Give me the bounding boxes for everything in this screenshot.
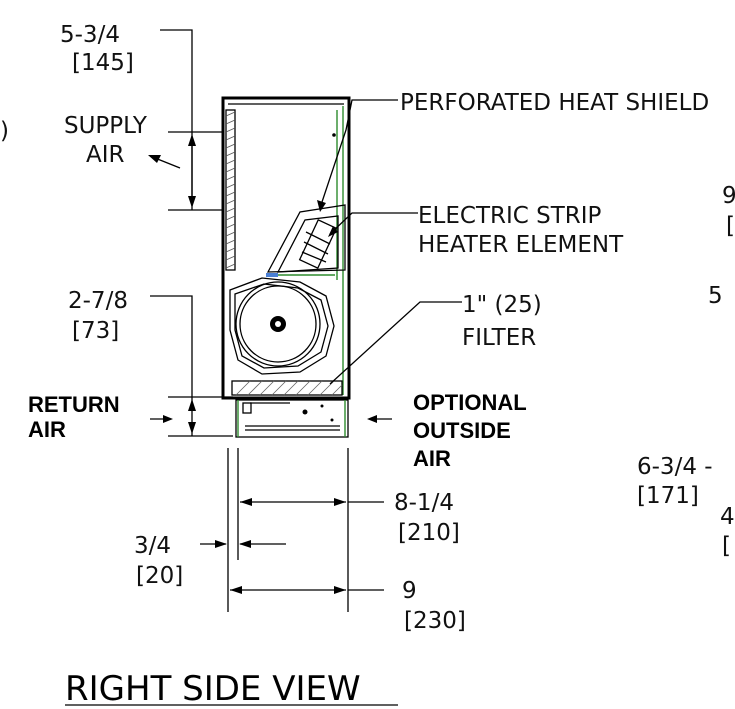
outside-air-label-2: OUTSIDE <box>413 418 511 443</box>
right-cut-text-c: 5 <box>708 283 723 309</box>
overall-width-in: 9 <box>402 578 417 604</box>
right-cut-text-g: [ <box>722 533 731 559</box>
return-air-label-2: AIR <box>28 417 66 442</box>
offset-in: 3/4 <box>134 533 171 559</box>
supply-air-label-2: AIR <box>86 142 125 168</box>
supply-height-mm: [145] <box>72 50 134 76</box>
filter-label-2: FILTER <box>462 325 536 351</box>
outside-air-label-1: OPTIONAL <box>413 390 527 415</box>
unit-base <box>235 399 349 438</box>
supply-grille <box>225 111 236 269</box>
labels: 5-3/4 [145] ) SUPPLY AIR PERFORATED HEAT… <box>0 22 735 709</box>
perforated-heat-shield-label: PERFORATED HEAT SHIELD <box>400 90 709 116</box>
heater-label-1: ELECTRIC STRIP <box>418 203 602 229</box>
view-title: RIGHT SIDE VIEW <box>65 669 361 709</box>
filter-element <box>231 380 343 396</box>
return-air-label-1: RETURN <box>28 392 120 417</box>
inner-width-in: 8-1/4 <box>394 490 454 516</box>
overall-width-mm: [230] <box>404 608 466 634</box>
right-cut-text-d: 6-3/4 - <box>637 454 713 480</box>
left-cut-text: ) <box>0 118 9 144</box>
right-cut-text-b: [ <box>726 213 735 239</box>
outside-air-label-3: AIR <box>413 446 451 471</box>
supply-air-label-1: SUPPLY <box>64 113 148 139</box>
offset-mm: [20] <box>136 563 183 589</box>
heater-label-2: HEATER ELEMENT <box>418 232 624 258</box>
right-cut-text-f: 4 <box>720 504 735 530</box>
inner-width-mm: [210] <box>398 520 460 546</box>
heater-element <box>298 218 338 270</box>
right-cut-text-a: 9 <box>722 183 735 209</box>
dimension-lines <box>148 29 462 612</box>
supply-height-in: 5-3/4 <box>60 22 120 48</box>
return-height-mm: [73] <box>72 318 119 344</box>
return-height-in: 2-7/8 <box>68 288 128 314</box>
right-cut-text-e: [171] <box>637 483 699 509</box>
unit-cabinet <box>221 96 351 438</box>
filter-label-1: 1" (25) <box>462 292 542 318</box>
blower-wheel <box>229 277 335 375</box>
